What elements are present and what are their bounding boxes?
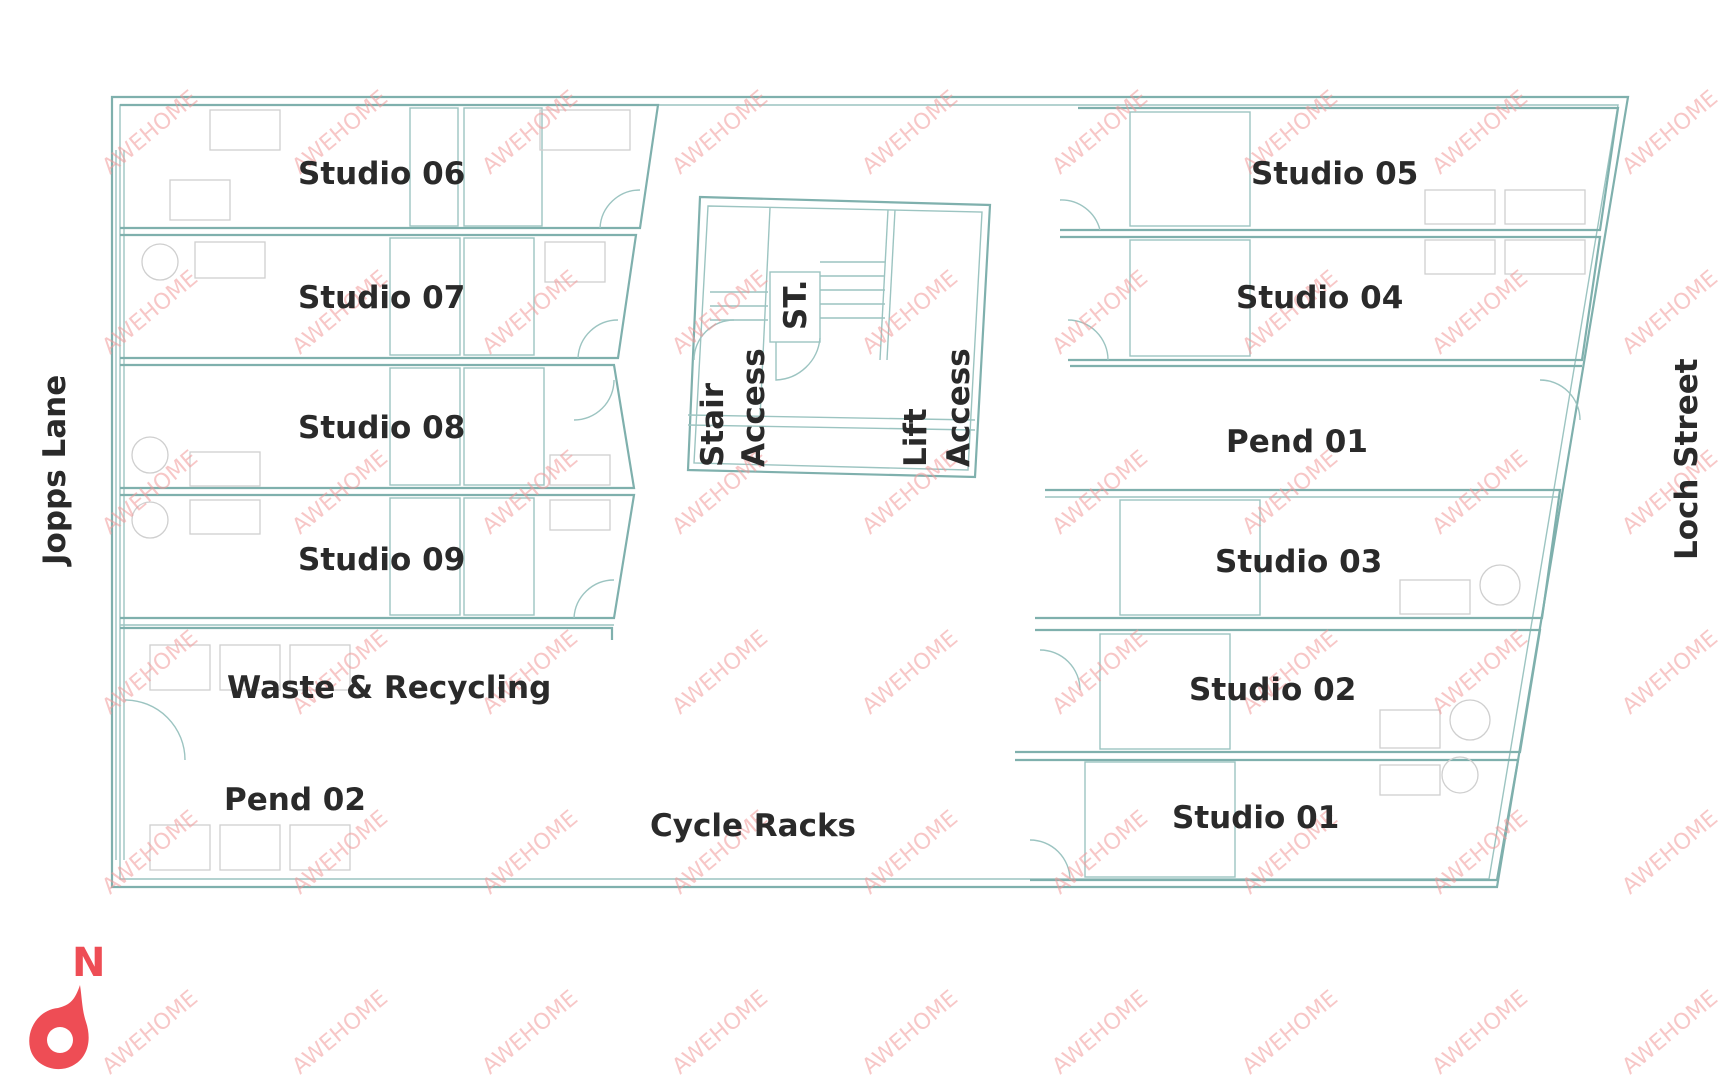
label-storage-st: ST.: [778, 279, 814, 330]
street-labels: Jopps Lane Loch Street: [37, 358, 1705, 567]
watermark: AWEHOME: [668, 266, 773, 360]
watermark: AWEHOME: [1048, 266, 1153, 360]
watermark: AWEHOME: [1428, 986, 1533, 1080]
label-stair-access: Access: [736, 348, 772, 467]
watermark: AWEHOME: [1618, 986, 1723, 1080]
watermark: AWEHOME: [858, 266, 963, 360]
label-pend-02: Pend 02: [224, 782, 366, 818]
label-studio-09: Studio 09: [298, 542, 465, 578]
watermark: AWEHOME: [98, 86, 203, 180]
east-block-walls: [1015, 106, 1620, 882]
watermark: AWEHOME: [478, 86, 583, 180]
watermark: AWEHOME: [478, 986, 583, 1080]
watermark: AWEHOME: [1048, 446, 1153, 540]
watermark: AWEHOME: [98, 806, 203, 900]
label-lift: Lift: [898, 408, 934, 467]
core-walls: [686, 195, 992, 479]
watermark: AWEHOME: [288, 446, 393, 540]
watermark: AWEHOME: [1428, 266, 1533, 360]
north-compass: N: [29, 940, 105, 1070]
label-studio-02: Studio 02: [1189, 672, 1356, 708]
label-studio-04: Studio 04: [1236, 280, 1403, 316]
label-lift-access: Access: [941, 348, 977, 467]
watermark: AWEHOME: [1618, 86, 1723, 180]
label-studio-03: Studio 03: [1215, 544, 1382, 580]
watermark: AWEHOME: [858, 986, 963, 1080]
west-furniture: [131, 109, 631, 871]
label-pend-01: Pend 01: [1226, 424, 1368, 460]
label-waste-recycling: Waste & Recycling: [227, 670, 551, 706]
label-studio-01: Studio 01: [1172, 800, 1339, 836]
watermark: AWEHOME: [98, 266, 203, 360]
watermark: AWEHOME: [858, 626, 963, 720]
watermark: AWEHOME: [1428, 86, 1533, 180]
watermark: AWEHOME: [858, 806, 963, 900]
watermark: AWEHOME: [478, 446, 583, 540]
label-jopps-lane: Jopps Lane: [37, 375, 73, 567]
watermark: AWEHOME: [1428, 806, 1533, 900]
label-studio-05: Studio 05: [1251, 156, 1418, 192]
west-block-walls: [120, 103, 660, 761]
watermark: AWEHOME: [1428, 626, 1533, 720]
compass-center-dot: [47, 1027, 73, 1053]
east-furniture: [1379, 189, 1586, 796]
watermark: AWEHOME: [668, 986, 773, 1080]
label-studio-08: Studio 08: [298, 410, 465, 446]
label-cycle-racks: Cycle Racks: [650, 808, 856, 844]
label-loch-street: Loch Street: [1669, 358, 1705, 560]
watermark: AWEHOME: [1238, 986, 1343, 1080]
building-outline: [110, 95, 1630, 889]
watermark: AWEHOME: [1048, 86, 1153, 180]
watermark: AWEHOME: [288, 806, 393, 900]
watermark: AWEHOME: [1428, 446, 1533, 540]
label-studio-06: Studio 06: [298, 156, 465, 192]
watermark: AWEHOME: [98, 446, 203, 540]
watermark: AWEHOME: [1618, 806, 1723, 900]
label-stair: Stair: [695, 382, 731, 467]
watermark: AWEHOME: [288, 986, 393, 1080]
watermark: AWEHOME: [1618, 626, 1723, 720]
compass-north-label: N: [72, 940, 105, 986]
label-studio-07: Studio 07: [298, 280, 465, 316]
watermark: AWEHOME: [98, 986, 203, 1080]
watermark: AWEHOME: [1048, 986, 1153, 1080]
watermark: AWEHOME: [668, 86, 773, 180]
watermark: AWEHOME: [1618, 266, 1723, 360]
watermark: AWEHOME: [668, 626, 773, 720]
watermark: AWEHOME: [478, 266, 583, 360]
watermark: AWEHOME: [858, 86, 963, 180]
watermark: AWEHOME: [478, 806, 583, 900]
room-labels: Studio 06 Studio 07 Studio 08 Studio 09 …: [224, 156, 1418, 844]
watermark: AWEHOME: [1048, 806, 1153, 900]
